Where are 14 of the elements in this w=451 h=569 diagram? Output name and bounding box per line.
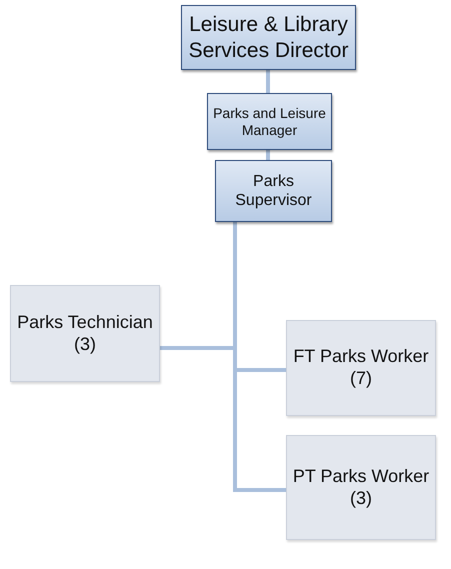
role-box xyxy=(286,435,436,540)
role-box xyxy=(286,320,436,416)
director-box xyxy=(181,5,356,70)
role-title: Leisure & Library Services Director xyxy=(188,12,350,63)
role-title: Parks Technician (3) xyxy=(16,312,154,356)
connector-line xyxy=(266,70,270,93)
role-title: PT Parks Worker (3) xyxy=(292,466,430,510)
role-title: FT Parks Worker (7) xyxy=(292,346,430,390)
role-title: Parks Supervisor xyxy=(234,172,313,210)
supervisor-box xyxy=(215,160,332,222)
connector-line xyxy=(266,150,270,160)
role-box xyxy=(10,285,160,382)
role-title: Parks and Leisure Manager xyxy=(212,104,327,138)
manager-box xyxy=(207,93,332,150)
